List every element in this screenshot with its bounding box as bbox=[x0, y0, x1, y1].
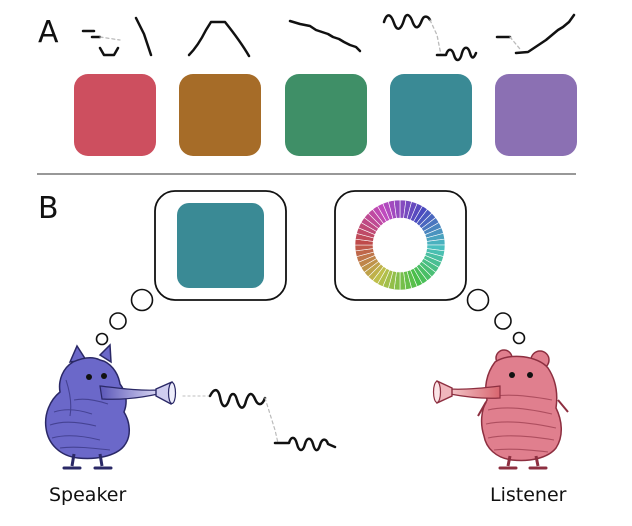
signal-glyphs bbox=[81, 13, 576, 62]
speaker-fur-texture bbox=[49, 379, 111, 451]
glyph-1-stroke bbox=[98, 46, 120, 57]
speaker-horn-opening bbox=[167, 381, 177, 405]
panel-a-label: A bbox=[38, 15, 59, 50]
glyph-4-stroke bbox=[382, 13, 432, 30]
panel-b-label: B bbox=[38, 191, 59, 226]
glyph-1-stroke bbox=[134, 16, 153, 57]
signal-stroke bbox=[273, 436, 337, 452]
color-wheel-segment bbox=[393, 199, 401, 219]
speaker-label: Speaker bbox=[49, 484, 127, 506]
speaker-target-swatch bbox=[177, 203, 264, 288]
thought-dot-small bbox=[512, 331, 526, 345]
color-swatch-brown bbox=[179, 74, 261, 156]
listener-thought bbox=[334, 190, 526, 345]
signal-glyph-5 bbox=[495, 13, 576, 55]
signal-glyph-3 bbox=[288, 19, 362, 53]
thought-dot-medium bbox=[494, 312, 512, 330]
listener-horn-opening bbox=[432, 380, 442, 404]
speaker-thought bbox=[95, 190, 287, 346]
glyph-5-stroke bbox=[514, 13, 576, 55]
glyph-1-fade bbox=[99, 36, 121, 41]
listener-label: Listener bbox=[490, 484, 567, 506]
glyph-4-fade bbox=[429, 19, 442, 56]
thought-dot-large bbox=[130, 288, 154, 312]
color-swatch-purple bbox=[495, 74, 577, 156]
transmitted-signal bbox=[182, 388, 337, 452]
speaker-eye bbox=[101, 373, 107, 379]
color-swatch-red bbox=[74, 74, 156, 156]
signal-glyph-4 bbox=[382, 13, 478, 62]
listener-creature bbox=[432, 349, 569, 470]
color-swatch-teal bbox=[390, 74, 472, 156]
signal-glyph-2 bbox=[187, 20, 251, 58]
speaker-ear bbox=[98, 343, 112, 364]
speaker-leg bbox=[70, 453, 104, 467]
thought-dot-medium bbox=[109, 312, 127, 330]
thought-dot-small bbox=[95, 332, 109, 346]
listener-eye bbox=[527, 372, 533, 378]
listener-trunk bbox=[449, 385, 501, 399]
listener-fur-texture bbox=[485, 394, 557, 453]
color-swatch-green bbox=[285, 74, 367, 156]
signal-stroke bbox=[208, 388, 267, 409]
speaker-body bbox=[44, 357, 130, 460]
speaker-trunk bbox=[99, 385, 159, 400]
color-wheel bbox=[354, 199, 446, 291]
speaker-eye bbox=[86, 374, 92, 380]
swatch-row bbox=[74, 74, 577, 156]
speaker-creature bbox=[44, 343, 177, 470]
listener-eye bbox=[509, 372, 515, 378]
listener-arm bbox=[477, 399, 569, 417]
glyph-5-fade bbox=[509, 36, 521, 50]
thought-dot-large bbox=[466, 288, 490, 312]
glyph-4-stroke bbox=[435, 46, 478, 62]
listener-leg bbox=[506, 455, 540, 467]
signal-fade bbox=[264, 397, 279, 444]
signal-glyph-1 bbox=[81, 16, 153, 57]
